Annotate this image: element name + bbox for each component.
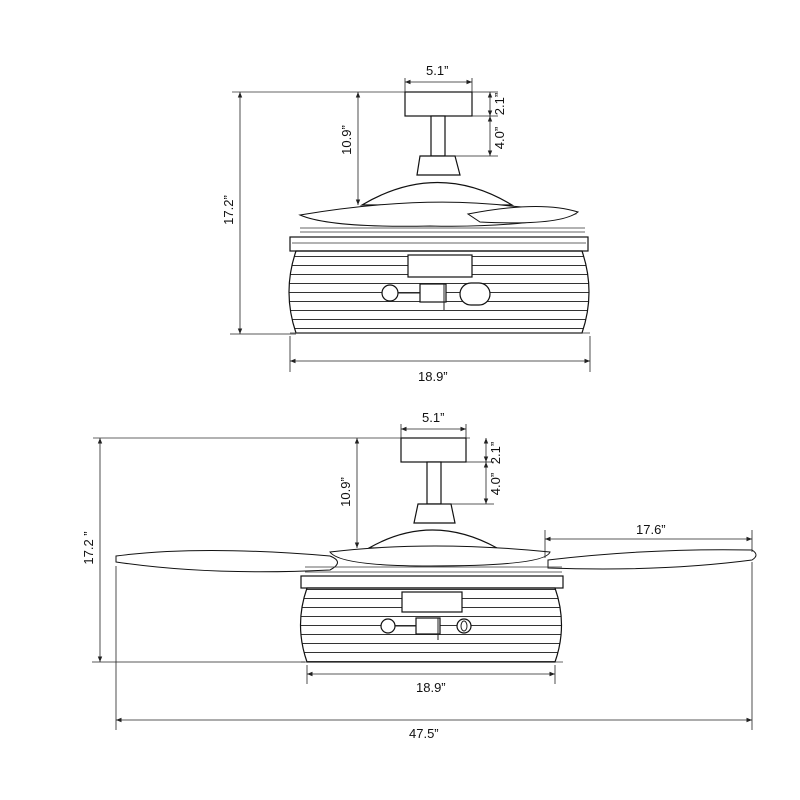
- downrod: [426, 461, 442, 505]
- fan-extended-view: 5.1” 2.1” 4.0” 10.9” 17.2 ” 17.6” 18.9” …: [81, 410, 757, 741]
- left-socket: [381, 284, 399, 302]
- motor-collar: [416, 155, 461, 176]
- blade-hub: [329, 545, 551, 567]
- light-kit-ring: [300, 575, 564, 589]
- dim-blade-length: 17.6”: [636, 522, 666, 537]
- fan-retracted-view: 5.1” 2.1” 4.0” 10.9” 17.2” 18.9”: [221, 63, 591, 384]
- canopy: [400, 437, 467, 463]
- dim-ceiling-to-blade: 10.9”: [339, 125, 354, 155]
- motor-dome: [359, 182, 515, 206]
- left-socket: [380, 618, 396, 634]
- folded-blade-tip: [466, 205, 580, 224]
- dim-body-width: 18.9”: [418, 369, 448, 384]
- dim-total-height-2: 17.2 ”: [81, 531, 96, 564]
- center-switch: [419, 283, 447, 303]
- right-socket: [456, 618, 472, 634]
- dim-canopy-width-2: 5.1”: [422, 410, 444, 425]
- canopy: [404, 91, 473, 117]
- right-blade: [547, 549, 757, 570]
- dim-ceiling-to-blade-2: 10.9”: [338, 477, 353, 507]
- motor-dome: [366, 529, 500, 549]
- center-switch: [415, 617, 441, 635]
- dim-downrod-length: 4.0”: [492, 127, 507, 149]
- light-kit-ring: [289, 236, 589, 252]
- switch-housing: [407, 254, 473, 278]
- downrod: [430, 115, 446, 157]
- dim-downrod-length-2: 4.0”: [488, 473, 503, 495]
- left-blade: [115, 550, 338, 573]
- motor-collar: [413, 503, 456, 524]
- switch-housing: [401, 591, 463, 613]
- dim-canopy-height: 2.1”: [492, 93, 507, 115]
- dim-body-width-2: 18.9”: [416, 680, 446, 695]
- dim-overall-span: 47.5”: [409, 726, 439, 741]
- dim-canopy-width: 5.1”: [426, 63, 448, 78]
- dim-total-height: 17.2”: [221, 195, 236, 225]
- dim-canopy-height-2: 2.1”: [488, 442, 503, 464]
